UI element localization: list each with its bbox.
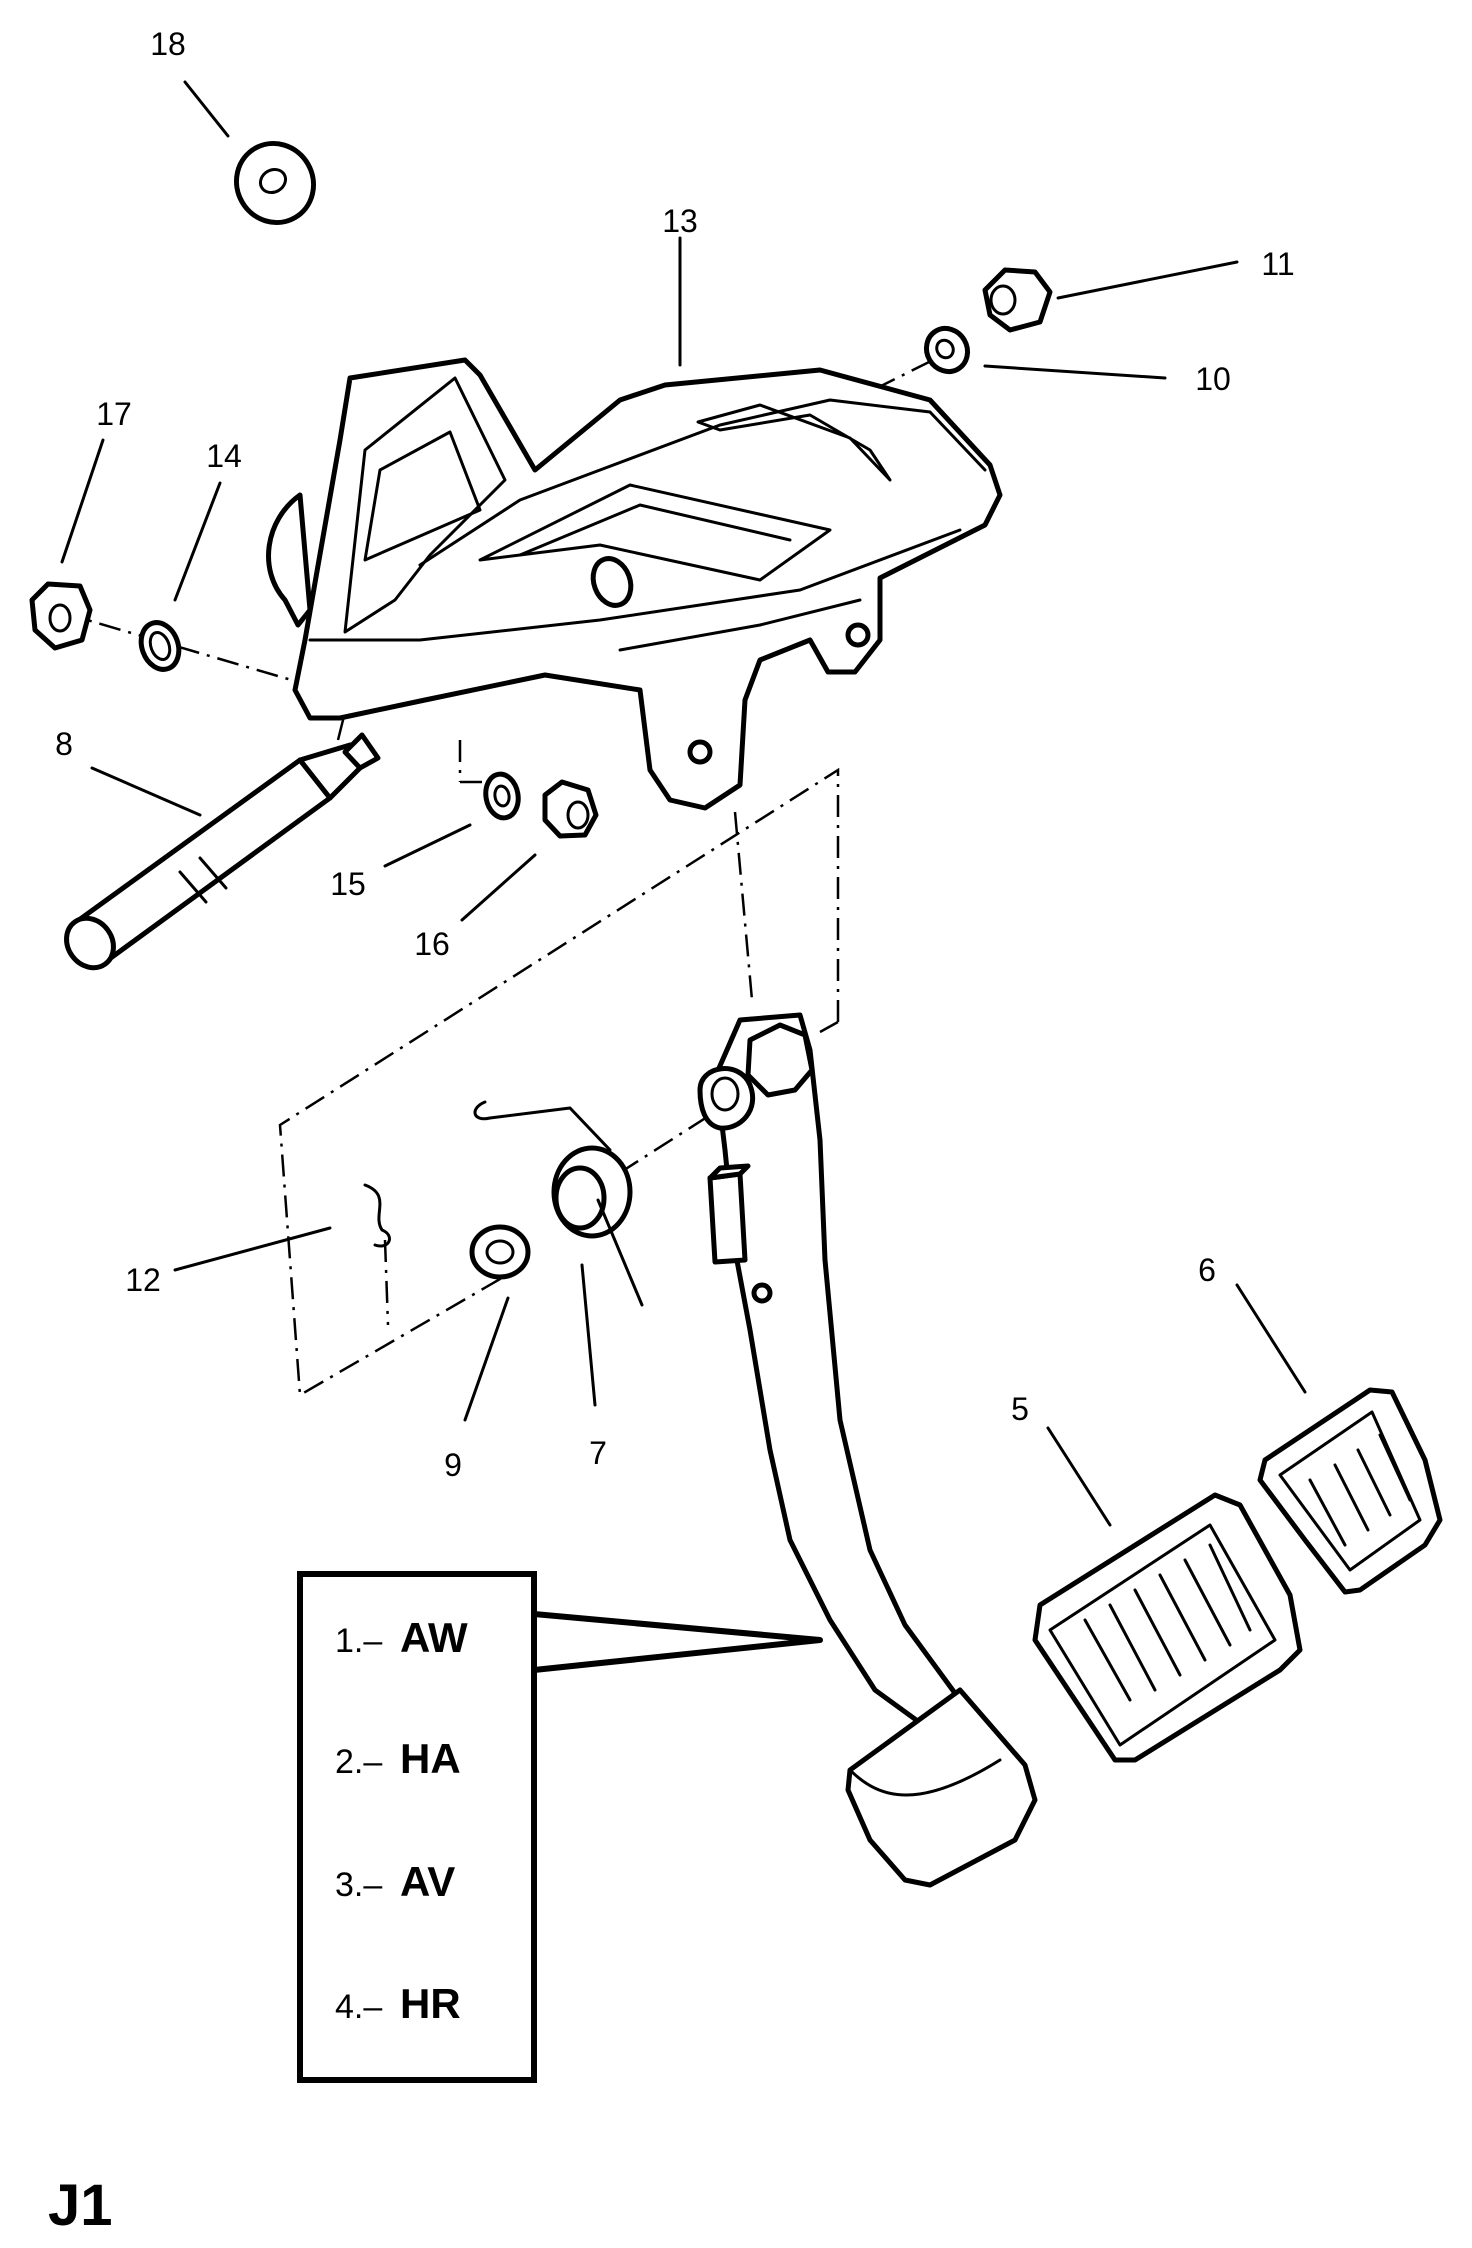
nut-11 bbox=[982, 267, 1053, 333]
callout-10: 10 bbox=[1195, 361, 1231, 397]
washer-18 bbox=[233, 140, 317, 226]
nut-16 bbox=[542, 779, 599, 839]
bushing-7 bbox=[551, 1145, 644, 1307]
pedal-pad-6 bbox=[1257, 1387, 1443, 1595]
callout-7: 7 bbox=[589, 1435, 607, 1471]
callout-labels: 18 13 11 10 17 14 8 15 16 12 9 7 6 5 bbox=[55, 26, 1295, 1483]
legend-prefix-2: 2.– bbox=[335, 1743, 382, 1781]
sheet-id: J1 bbox=[48, 2173, 113, 2238]
pedal-pad-5 bbox=[1032, 1492, 1303, 1763]
callout-12: 12 bbox=[125, 1262, 161, 1298]
callout-8: 8 bbox=[55, 726, 73, 762]
pedal-bracket-13 bbox=[266, 357, 1003, 811]
washer-9 bbox=[469, 1224, 531, 1280]
callout-18: 18 bbox=[150, 26, 186, 62]
callout-9: 9 bbox=[444, 1447, 462, 1483]
callout-leaders bbox=[60, 80, 1307, 1527]
legend-prefix-3: 3.– bbox=[335, 1866, 382, 1904]
return-spring-12 bbox=[363, 1100, 612, 1248]
washer-15 bbox=[483, 771, 521, 821]
nut-17 bbox=[29, 581, 93, 651]
callout-11: 11 bbox=[1261, 246, 1294, 282]
callout-5: 5 bbox=[1011, 1391, 1029, 1427]
callout-13: 13 bbox=[662, 203, 698, 239]
legend-code-2: HA bbox=[400, 1735, 461, 1782]
legend-code-4: HR bbox=[400, 1980, 461, 2027]
callout-16: 16 bbox=[414, 926, 450, 962]
variant-legend: 1.– AW 2.– HA 3.– AV 4.– HR bbox=[297, 1571, 823, 2083]
pivot-shaft-8 bbox=[64, 732, 381, 971]
legend-prefix-4: 4.– bbox=[335, 1988, 382, 2026]
callout-15: 15 bbox=[330, 866, 366, 902]
callout-14: 14 bbox=[206, 438, 242, 474]
legend-box bbox=[297, 1571, 537, 2083]
legend-prefix-1: 1.– bbox=[335, 1622, 382, 1660]
circlip-14 bbox=[138, 620, 182, 672]
pedal-lever bbox=[697, 1012, 1038, 1888]
callout-17: 17 bbox=[96, 396, 132, 432]
legend-code-1: AW bbox=[400, 1614, 468, 1661]
callout-6: 6 bbox=[1198, 1252, 1216, 1288]
legend-code-3: AV bbox=[400, 1858, 455, 1905]
washer-10 bbox=[923, 325, 971, 375]
